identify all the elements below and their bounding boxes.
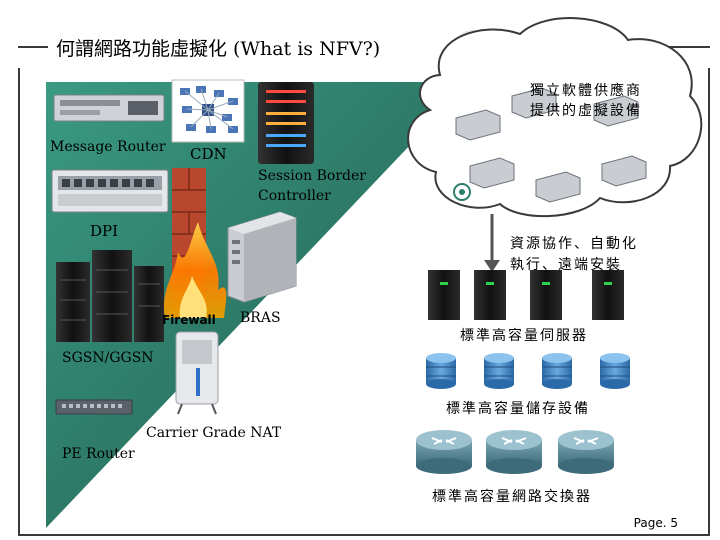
orchestration-arrow-icon — [484, 214, 500, 272]
servers-label: 標準高容量伺服器 — [460, 328, 588, 344]
pe-router-switch — [55, 399, 133, 415]
slide-title: 何謂網路功能虛擬化 (What is NFV?) — [56, 38, 381, 60]
label-bras: BRAS — [240, 310, 281, 326]
label-message-router: Message Router — [50, 139, 166, 155]
title-rule-left — [18, 46, 48, 48]
page-number: Page. 5 — [633, 516, 678, 530]
slide-frame — [18, 68, 710, 536]
bras-server — [227, 211, 297, 303]
isv-cloud — [407, 17, 703, 218]
storage-label: 標準高容量儲存設備 — [446, 401, 590, 417]
label-cdn: CDN — [190, 145, 227, 163]
session-border-controller-server — [258, 82, 314, 164]
label-dpi: DPI — [90, 222, 119, 240]
cloud-label-line1: 獨立軟體供應商 — [530, 83, 642, 99]
label-firewall: Firewall — [162, 313, 216, 327]
cdn-network-icon — [171, 79, 245, 143]
carrier-grade-nat-tower — [175, 331, 219, 415]
standard-servers — [428, 270, 624, 320]
orchestration-label-line2: 執行、遠端安裝 — [510, 257, 622, 273]
message-router-device — [53, 94, 165, 122]
standard-storage — [426, 353, 630, 389]
dpi-device — [51, 169, 169, 213]
sgsn-ggsn-servers — [56, 250, 164, 342]
cloud-label-line2: 提供的虛擬設備 — [530, 103, 642, 119]
label-pe-router: PE Router — [62, 446, 135, 462]
orchestration-label-line1: 資源協作、自動化 — [510, 236, 638, 252]
firewall-icon — [163, 168, 227, 318]
label-carrier-grade-nat: Carrier Grade NAT — [146, 425, 282, 441]
standard-network-switches — [416, 430, 614, 474]
label-sbc-line1: Session Border — [258, 168, 366, 184]
label-sbc-line2: Controller — [258, 188, 331, 204]
switches-label: 標準高容量網路交換器 — [432, 489, 592, 505]
label-sgsn-ggsn: SGSN/GGSN — [62, 350, 154, 366]
